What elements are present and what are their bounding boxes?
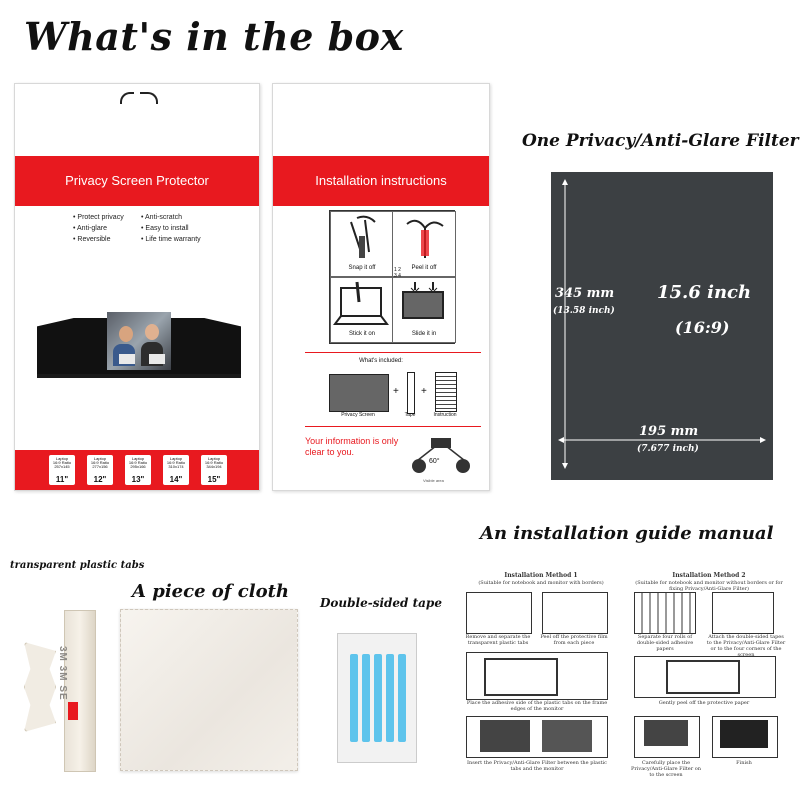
- method2-title: Installation Method 2: [672, 572, 746, 579]
- method1-title: Installation Method 1: [504, 572, 578, 579]
- included-instruction: [435, 372, 457, 412]
- viewing-angle-caption: Visible area: [423, 478, 444, 483]
- step-peel: Peel it off: [392, 211, 456, 277]
- page-title: What's in the box: [24, 14, 404, 59]
- package-back: Installation instructions Snap it off Pe…: [272, 83, 490, 491]
- step-slide: Slide it in: [392, 277, 456, 343]
- privacy-notice: Your information is only clear to you.: [305, 436, 399, 457]
- included-privacy-screen: [329, 374, 389, 412]
- filter-width-inch: (7.677 inch): [637, 444, 699, 454]
- tabs-print: 3M 3M SE: [57, 646, 68, 701]
- method2-step-2: Attach the double-sided tapes to the Pri…: [706, 634, 786, 658]
- method2-step-5: Finish: [736, 760, 752, 766]
- filter-size: 15.6 inch: [657, 282, 752, 303]
- method1-subtitle: (Suitable for notebook and monitor with …: [478, 580, 604, 586]
- step-stick: Stick it on: [330, 277, 394, 343]
- feature-list-right: • Anti-scratch • Easy to install • Life …: [141, 214, 201, 243]
- cleaning-cloth-image: [120, 609, 298, 771]
- filter-heading: One Privacy/Anti-Glare Filter: [522, 131, 799, 151]
- filter-height-mm: 345 mm: [555, 286, 615, 301]
- filter-ratio: (16:9): [675, 318, 730, 337]
- package-front-band: Privacy Screen Protector: [15, 156, 259, 206]
- viewing-angle: 60°: [429, 458, 440, 465]
- included-tape: [407, 372, 415, 414]
- filter-width-mm: 195 mm: [639, 424, 699, 439]
- double-sided-tape-image: [337, 633, 417, 763]
- method1-step-1: Remove and separate the transparent plas…: [465, 634, 531, 646]
- package-front: Privacy Screen Protector • Protect priva…: [14, 83, 260, 491]
- privacy-filter-panel: 345 mm (13.58 inch) 15.6 inch (16:9) 195…: [551, 172, 773, 480]
- plastic-tabs-image: 3M 3M SE: [20, 606, 100, 772]
- method1-step-3: Place the adhesive side of the plastic t…: [466, 700, 608, 712]
- peel-off-icon: [406, 219, 444, 258]
- included-instruction-label: Instruction: [433, 412, 457, 418]
- slide-in-icon: [402, 282, 444, 319]
- included-privacy-screen-label: Privacy Screen: [341, 412, 375, 418]
- method1-step-4: Insert the Privacy/Anti-Glare Filter bet…: [467, 760, 607, 772]
- method2-step-4: Carefully place the Privacy/Anti-Glare F…: [631, 760, 701, 778]
- installation-guide-manual: Installation Method 1 (Suitable for note…: [458, 570, 792, 792]
- method2-step-3: Gently peel off the protective paper: [658, 700, 750, 706]
- installation-steps-grid: Snap it off Peel it off Stick it on Slid…: [329, 210, 456, 344]
- guide-heading: An installation guide manual: [480, 523, 774, 544]
- viewing-angle-icon: [412, 438, 470, 473]
- method2-step-1: Separate four rolls of double-sided adhe…: [636, 634, 694, 652]
- feature-list-left: • Protect privacy • Anti-glare • Reversi…: [73, 214, 124, 243]
- laptop-filter-image: [37, 310, 241, 380]
- whats-included-label: What's included:: [359, 358, 403, 364]
- tabs-label: transparent plastic tabs: [10, 560, 145, 571]
- hanger-hook-icon: [120, 92, 158, 104]
- filter-height-inch: (13.58 inch): [553, 306, 615, 316]
- stick-on-icon: [333, 281, 389, 325]
- step-snap: Snap it off: [330, 211, 394, 277]
- tape-label: Double-sided tape: [320, 596, 442, 610]
- cloth-label: A piece of cloth: [132, 581, 290, 602]
- dimension-arrows: [558, 179, 766, 469]
- snap-off-icon: [350, 215, 376, 258]
- method2-subtitle: (Suitable for notebook and monitor witho…: [635, 580, 783, 592]
- included-tape-label: Tape: [404, 412, 416, 418]
- method1-step-2: Peel off the protective film from each p…: [540, 634, 608, 646]
- package-back-band: Installation instructions: [273, 156, 489, 206]
